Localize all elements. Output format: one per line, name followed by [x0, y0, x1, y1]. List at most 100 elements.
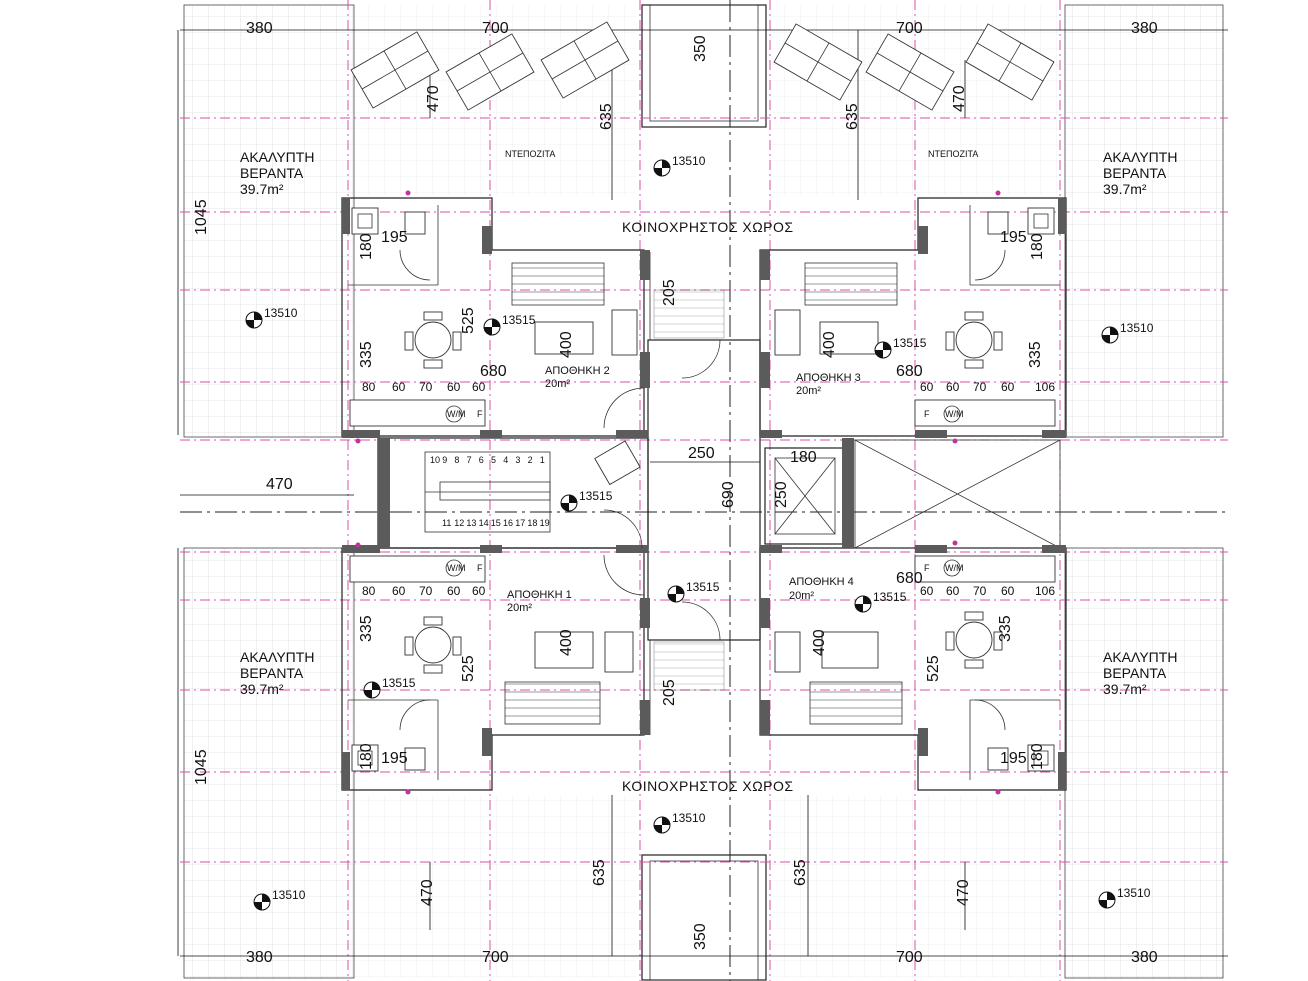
dim-label: 180 [358, 233, 375, 260]
stair-step-number: 14 [479, 518, 489, 528]
kitchen-dims-br: 60 60 70 60 106 [920, 584, 1055, 598]
solar-panels [350, 21, 1055, 111]
dim-label: 680 [896, 363, 923, 380]
terrace-ne-label-2: ΒΕΡΑΝΤΑ [1103, 165, 1167, 181]
dimension-lines [177, 29, 1228, 957]
dim-label: 400 [811, 629, 828, 656]
fridge-label: F [924, 563, 930, 573]
dim-label: 680 [480, 363, 507, 380]
dim-label: 60 [946, 584, 960, 598]
dim-label: 70 [973, 380, 987, 394]
dim-label: 700 [896, 949, 923, 966]
washer-label: W/M [447, 563, 466, 573]
dim-label: 380 [1131, 20, 1158, 37]
furniture [349, 207, 1056, 772]
storeroom-2-area: 20m² [545, 378, 570, 390]
level-marker: 13515 [667, 580, 720, 603]
terrace-grid-areas [183, 4, 1224, 981]
washer-label: W/M [945, 563, 964, 573]
shaft-bottom-inner [649, 860, 759, 981]
storeroom-2-name: ΑΠΟΘΗΚΗ 2 [545, 365, 610, 377]
dim-label: 60 [392, 584, 406, 598]
dim-label: 525 [460, 307, 477, 334]
level-value: 13510 [672, 154, 706, 168]
terrace-sw-area: 39.7m² [240, 681, 284, 697]
washer-label: W/M [447, 409, 466, 419]
level-marker: 13515 [560, 489, 613, 512]
level-marker: 13515 [854, 590, 907, 613]
level-marker: 13510 [653, 154, 706, 177]
washer-label: W/M [945, 409, 964, 419]
dim-label: 470 [425, 85, 442, 112]
stair-step-number: 3 [515, 455, 520, 465]
common-area-bottom: ΚΟΙΝΟΧΡΗΣΤΟΣ ΧΩΡΟΣ [622, 778, 794, 794]
dim-label: 400 [821, 331, 838, 358]
stair-step-number: 15 [491, 518, 501, 528]
storeroom-3-area: 20m² [796, 385, 821, 397]
terrace-nw [183, 4, 355, 438]
dim-label: 195 [1000, 229, 1027, 246]
dim-label: 700 [896, 20, 923, 37]
stair-step-number: 13 [466, 518, 476, 528]
stair-step-number: 11 [442, 518, 451, 528]
dim-label: 60 [447, 380, 461, 394]
level-marker: 13510 [1098, 886, 1151, 909]
dim-label: 250 [688, 445, 715, 462]
level-value: 13515 [686, 580, 720, 594]
terrace-sw-label-2: ΒΕΡΑΝΤΑ [240, 665, 304, 681]
dim-label: 195 [381, 750, 408, 767]
dim-label: 350 [692, 35, 709, 62]
level-value: 13510 [1117, 886, 1151, 900]
shaft-top [641, 4, 767, 128]
dim-label: 380 [1131, 949, 1158, 966]
dim-label: 400 [558, 331, 575, 358]
dim-label: 60 [472, 380, 486, 394]
stair-step-number: 9 [442, 455, 447, 465]
shaft-bottom [641, 854, 767, 981]
terrace-ne-label-1: ΑΚΑΛΥΠΤΗ [1103, 149, 1177, 165]
dim-label: 60 [920, 380, 934, 394]
dimension-labels: 380 700 700 380 380 700 700 380 470 680 … [193, 20, 1158, 966]
fridge-label: F [477, 409, 483, 419]
level-value: 13510 [672, 811, 706, 825]
dim-label: 350 [692, 923, 709, 950]
dim-label: 700 [482, 949, 509, 966]
dim-label: 60 [447, 584, 461, 598]
dim-label: 470 [419, 879, 436, 906]
stair-step-number: 2 [528, 455, 533, 465]
dim-label: 106 [1035, 380, 1055, 394]
stair-step-number: 6 [479, 455, 484, 465]
dim-label: 680 [896, 570, 923, 587]
level-value: 13510 [1120, 321, 1154, 335]
stair-step-number: 1 [540, 455, 545, 465]
level-value: 13515 [873, 590, 907, 604]
storeroom-3-name: ΑΠΟΘΗΚΗ 3 [796, 372, 861, 384]
dim-label: 180 [790, 449, 817, 466]
stair-step-number: 10 [430, 455, 440, 465]
storeroom-1-name: ΑΠΟΘΗΚΗ 1 [507, 589, 572, 601]
stair-step-number: 18 [527, 518, 537, 528]
terrace-se-area: 39.7m² [1103, 681, 1147, 697]
terrace-labels: ΑΚΑΛΥΠΤΗ ΒΕΡΑΝΤΑ 39.7m² ΑΚΑΛΥΠΤΗ ΒΕΡΑΝΤΑ… [240, 149, 1177, 697]
terrace-sw-label-1: ΑΚΑΛΥΠΤΗ [240, 649, 314, 665]
water-tank-right: ΝΤΕΠΟΖΙΤΑ [928, 149, 978, 159]
level-markers: 13510 13510 13510 13510 13510 13510 1351… [245, 154, 1154, 911]
dim-label: 635 [591, 859, 608, 886]
storeroom-labels: ΑΠΟΘΗΚΗ 2 20m² ΑΠΟΘΗΚΗ 3 20m² ΑΠΟΘΗΚΗ 1 … [507, 365, 861, 614]
dim-label: 335 [1027, 341, 1044, 368]
stair-step-number: 19 [540, 518, 550, 528]
common-labels: ΚΟΙΝΟΧΡΗΣΤΟΣ ΧΩΡΟΣ ΚΟΙΝΟΧΡΗΣΤΟΣ ΧΩΡΟΣ ΝΤ… [505, 149, 978, 794]
wall-blocks [342, 198, 1066, 790]
common-area-top: ΚΟΙΝΟΧΡΗΣΤΟΣ ΧΩΡΟΣ [622, 219, 794, 235]
dim-label: 80 [362, 380, 376, 394]
terrace-nw-label-2: ΒΕΡΑΝΤΑ [240, 165, 304, 181]
water-tank-left: ΝΤΕΠΟΖΙΤΑ [505, 149, 555, 159]
dim-label: 70 [419, 584, 433, 598]
level-marker: 13510 [653, 811, 706, 834]
level-value: 13515 [502, 313, 536, 327]
stair-step-number: 16 [503, 518, 513, 528]
level-value: 13510 [272, 888, 306, 902]
dim-label: 180 [1029, 233, 1046, 260]
